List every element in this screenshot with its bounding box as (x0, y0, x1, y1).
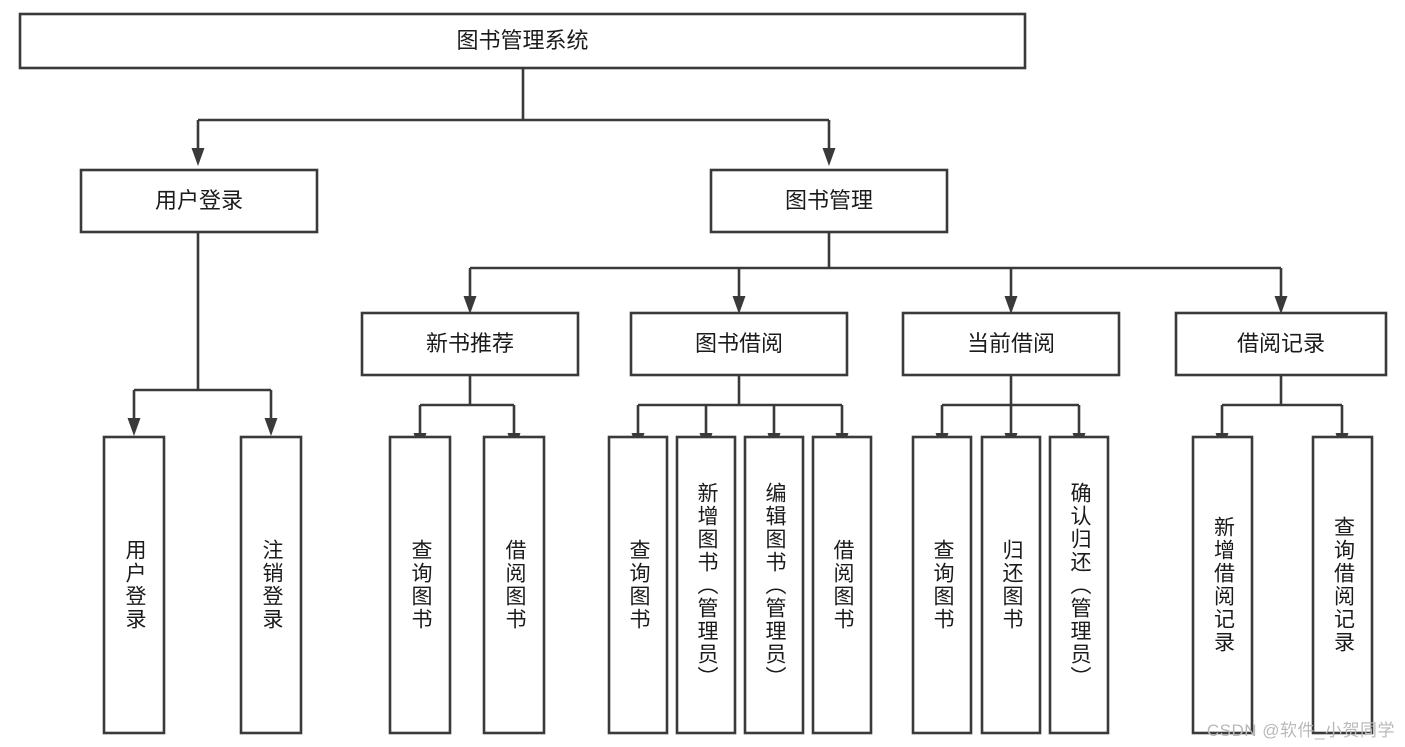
node-leaf-query-book-1[interactable] (388, 435, 452, 735)
node-borrow-record[interactable]: 借阅记录 (1174, 311, 1388, 377)
node-label: 图书管理 (785, 188, 873, 213)
node-leaf-add-book[interactable] (675, 435, 737, 735)
connector-login-to-leaves (127, 232, 278, 436)
connector-root-to-level2 (191, 68, 836, 166)
node-leaf-add-record[interactable] (1191, 435, 1254, 735)
node-leaf-query-record[interactable] (1311, 435, 1374, 735)
node-current-borrow[interactable]: 当前借阅 (901, 311, 1121, 377)
connector-mgmt-to-level3 (463, 232, 1288, 314)
node-new-book-recommend[interactable]: 新书推荐 (360, 311, 580, 377)
node-label: 借阅记录 (1237, 331, 1325, 356)
node-leaf-borrow-book-2[interactable] (811, 435, 873, 735)
node-leaf-query-book-3[interactable] (911, 435, 973, 735)
node-leaf-logout[interactable] (239, 435, 303, 735)
node-label: 当前借阅 (967, 331, 1055, 356)
node-leaf-user-login[interactable] (102, 435, 166, 735)
node-root-root[interactable]: 图书管理系统 (18, 12, 1027, 70)
node-label: 图书管理系统 (456, 28, 588, 53)
node-label: 图书借阅 (695, 331, 783, 356)
node-book-borrow[interactable]: 图书借阅 (629, 311, 849, 377)
watermark-text: CSDN @软件_小贺同学 (1206, 721, 1395, 740)
node-label: 新书推荐 (426, 331, 514, 356)
node-book-management[interactable]: 图书管理 (709, 168, 949, 234)
node-leaf-return-book[interactable] (980, 435, 1042, 735)
node-leaf-query-book-2[interactable] (607, 435, 669, 735)
node-leaf-confirm-return[interactable] (1048, 435, 1110, 735)
node-leaf-edit-book[interactable] (743, 435, 805, 735)
node-user-login[interactable]: 用户登录 (79, 168, 319, 234)
node-leaf-borrow-book-1[interactable] (482, 435, 546, 735)
node-label: 用户登录 (155, 188, 243, 213)
